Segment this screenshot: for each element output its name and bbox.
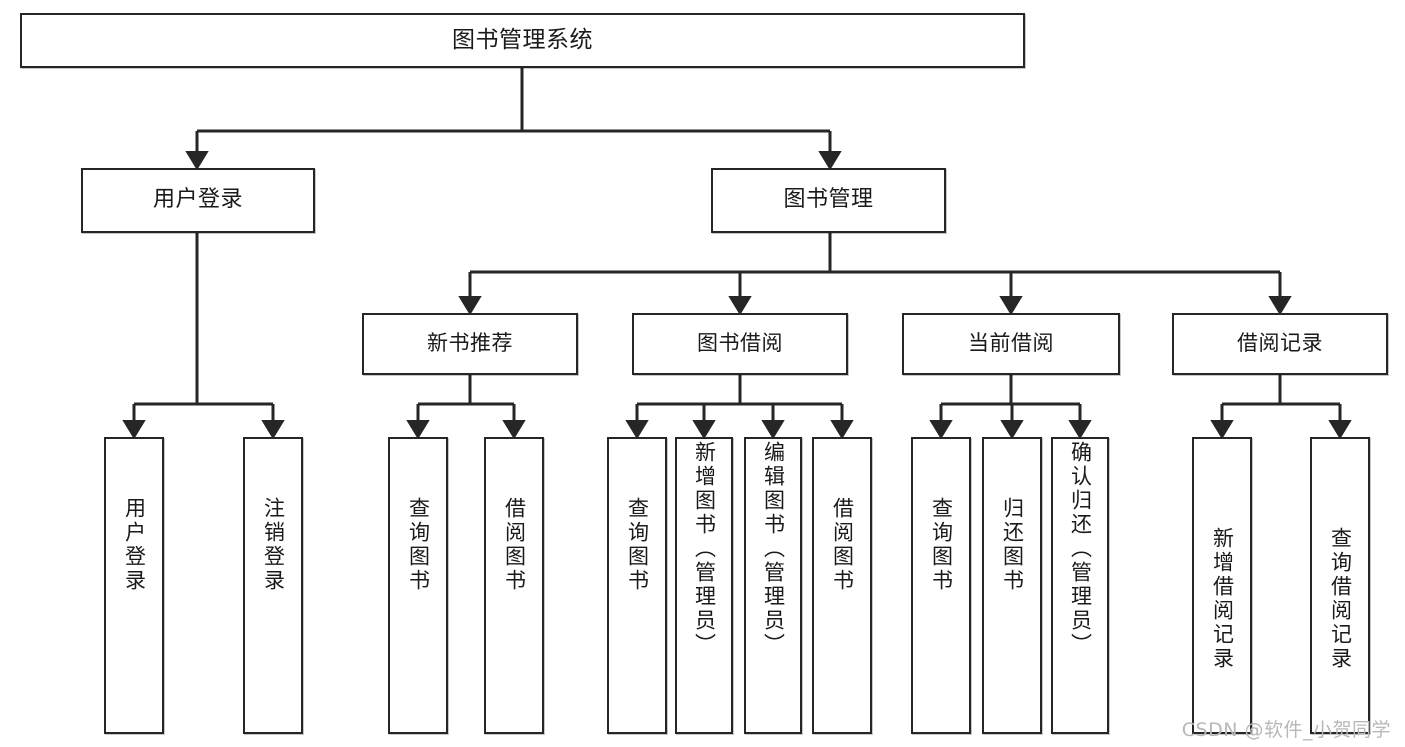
node-book-borrow-label: 图书借阅 <box>697 331 783 356</box>
node-book-borrow[interactable]: 图书借阅 <box>632 313 848 375</box>
leaf-node-label: 注销登录 <box>261 497 286 593</box>
leaf-node[interactable]: 编辑图书（管理员） <box>744 437 802 734</box>
leaf-node[interactable]: 用户登录 <box>104 437 164 734</box>
leaf-node-label: 查询图书 <box>625 497 650 593</box>
leaf-node[interactable]: 查询借阅记录 <box>1310 437 1370 734</box>
leaf-node[interactable]: 确认归还（管理员） <box>1051 437 1109 734</box>
leaf-node-label: 确认归还（管理员） <box>1068 441 1093 657</box>
leaf-node-label: 用户登录 <box>122 497 147 593</box>
leaf-node-label: 借阅图书 <box>830 497 855 593</box>
node-new-book-recommend[interactable]: 新书推荐 <box>362 313 578 375</box>
leaf-node[interactable]: 查询图书 <box>607 437 667 734</box>
node-current-borrow[interactable]: 当前借阅 <box>902 313 1120 375</box>
node-user-login[interactable]: 用户登录 <box>81 168 315 233</box>
node-borrow-record[interactable]: 借阅记录 <box>1172 313 1388 375</box>
node-current-borrow-label: 当前借阅 <box>968 331 1054 356</box>
leaf-node[interactable]: 查询图书 <box>911 437 971 734</box>
leaf-node[interactable]: 新增借阅记录 <box>1192 437 1252 734</box>
leaf-node-label: 新增图书（管理员） <box>692 441 717 657</box>
node-book-management[interactable]: 图书管理 <box>711 168 946 233</box>
leaf-node-label: 查询借阅记录 <box>1328 527 1353 671</box>
leaf-node-label: 归还图书 <box>1000 497 1025 593</box>
leaf-node[interactable]: 归还图书 <box>982 437 1042 734</box>
node-borrow-record-label: 借阅记录 <box>1237 331 1323 356</box>
node-book-management-label: 图书管理 <box>783 187 874 213</box>
leaf-node[interactable]: 新增图书（管理员） <box>675 437 733 734</box>
node-root-system[interactable]: 图书管理系统 <box>20 13 1025 68</box>
node-new-book-recommend-label: 新书推荐 <box>427 331 513 356</box>
node-root-system-label: 图书管理系统 <box>452 26 593 53</box>
leaf-node-label: 新增借阅记录 <box>1210 527 1235 671</box>
leaf-node[interactable]: 借阅图书 <box>484 437 544 734</box>
leaf-node[interactable]: 查询图书 <box>388 437 448 734</box>
leaf-node-label: 查询图书 <box>406 497 431 593</box>
leaf-node-label: 借阅图书 <box>502 497 527 593</box>
leaf-node-label: 查询图书 <box>929 497 954 593</box>
leaf-node[interactable]: 注销登录 <box>243 437 303 734</box>
csdn-watermark: CSDN @软件_小贺同学 <box>1181 719 1391 741</box>
leaf-node[interactable]: 借阅图书 <box>812 437 872 734</box>
leaf-node-label: 编辑图书（管理员） <box>761 441 786 657</box>
node-user-login-label: 用户登录 <box>152 187 243 213</box>
